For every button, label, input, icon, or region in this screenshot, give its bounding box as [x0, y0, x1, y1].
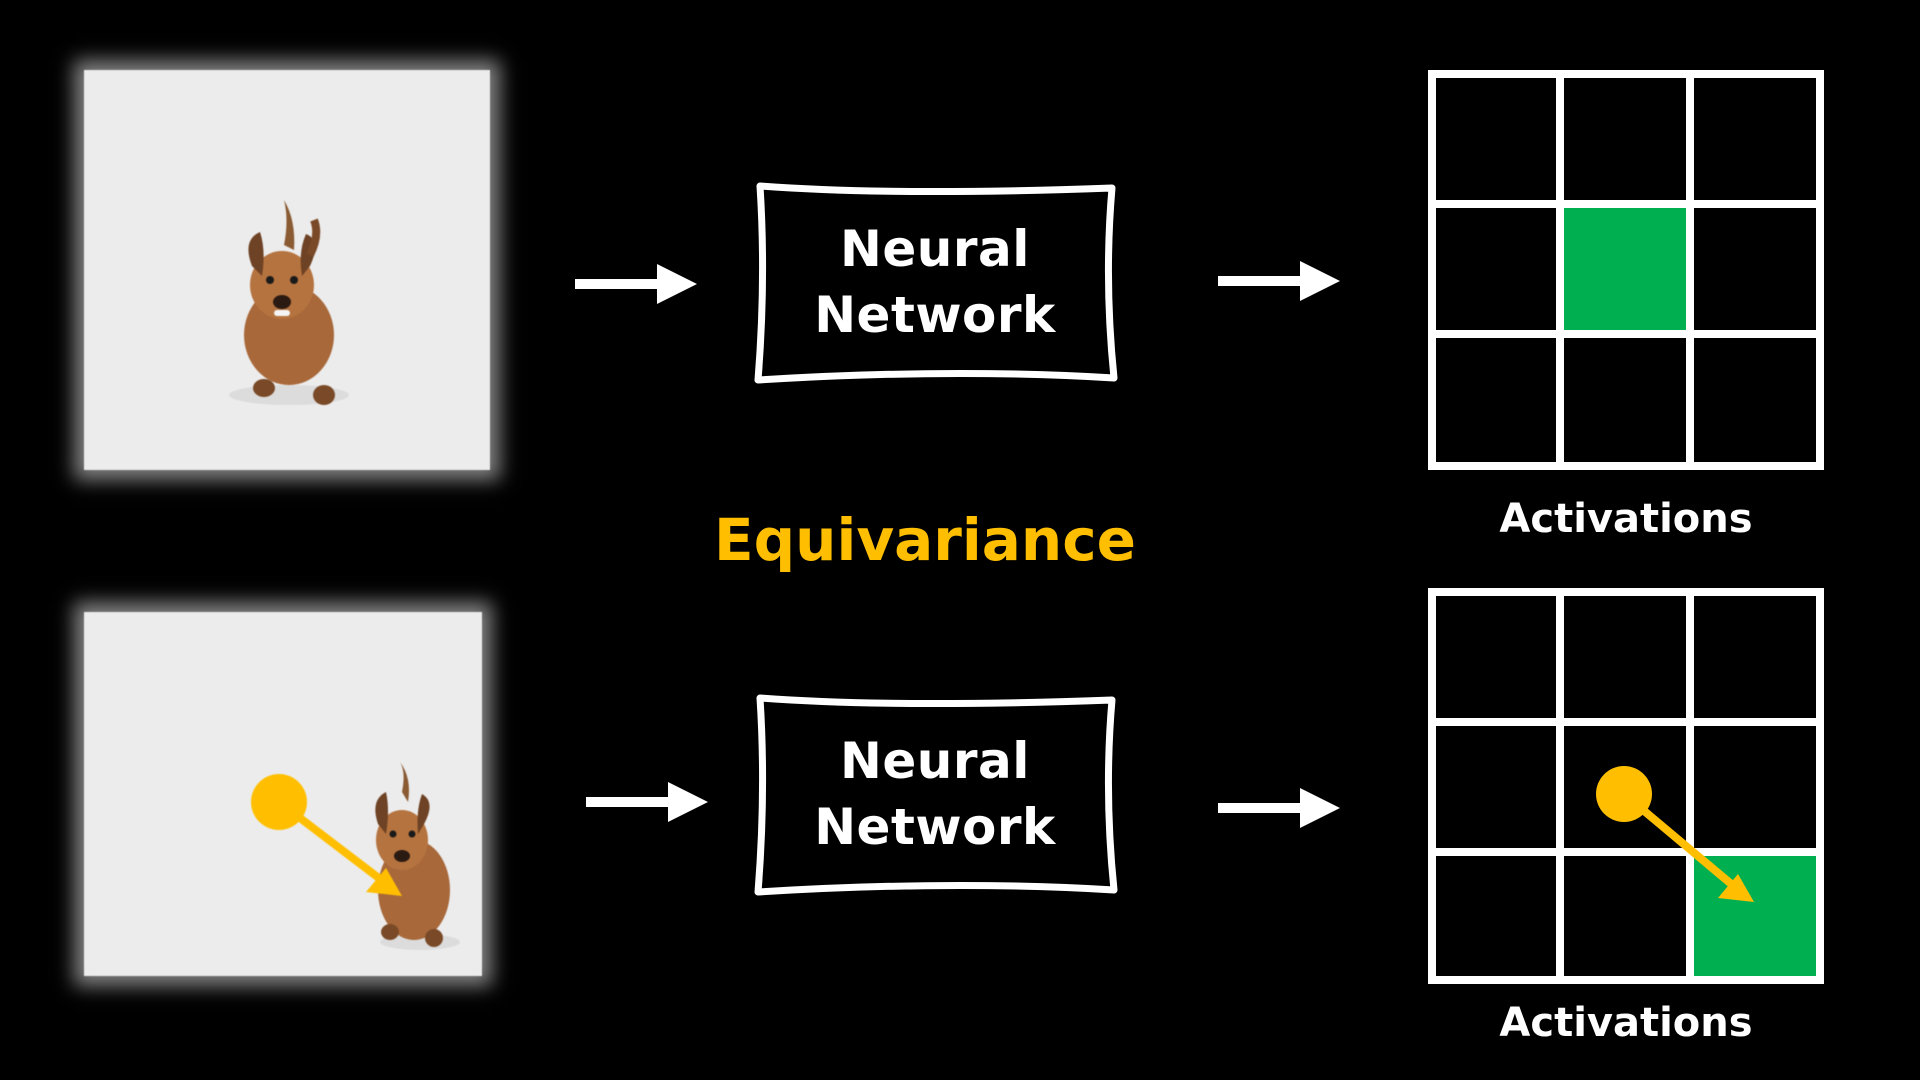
activations-caption: Activations	[1499, 1000, 1753, 1046]
shift-arrow-icon	[1596, 766, 1754, 902]
right-arrow-icon	[575, 264, 697, 304]
network-label-line2: Network	[814, 798, 1056, 856]
neural-network-box: Neural Network	[752, 180, 1118, 386]
dog-illustration	[251, 762, 460, 950]
right-arrow-icon	[1218, 788, 1340, 828]
network-label-line1: Neural	[840, 732, 1030, 790]
dog-illustration	[229, 200, 349, 405]
network-label-line2: Network	[814, 286, 1056, 344]
activation-cell-active	[1564, 208, 1686, 330]
input-image-original	[84, 70, 490, 470]
network-label-line1: Neural	[840, 220, 1030, 278]
activation-grid-shifted	[1428, 588, 1824, 984]
activations-caption: Activations	[1499, 496, 1753, 542]
right-arrow-icon	[1218, 261, 1340, 301]
neural-network-box: Neural Network	[752, 692, 1118, 898]
input-image-shifted	[84, 612, 482, 976]
equivariance-title: Equivariance	[714, 506, 1136, 574]
right-arrow-icon	[586, 782, 708, 822]
activation-cell-active	[1694, 856, 1816, 978]
shift-arrow-icon	[251, 774, 402, 896]
activation-grid-original	[1428, 70, 1824, 470]
